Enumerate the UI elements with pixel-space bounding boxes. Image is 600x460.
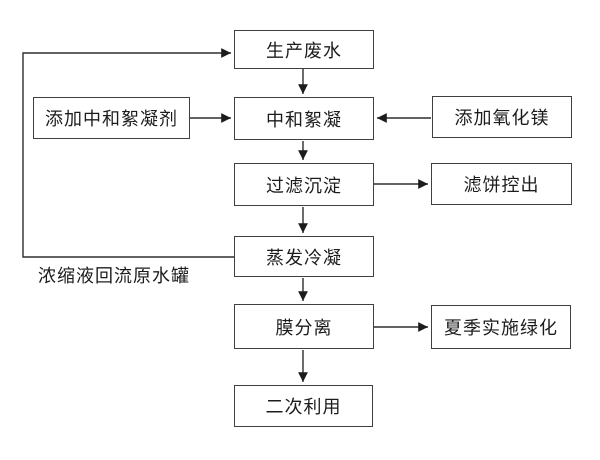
node-neutralization-flocculation: 中和絮凝 xyxy=(234,97,374,140)
node-evaporation-condensation: 蒸发冷凝 xyxy=(234,236,374,277)
node-secondary-use-label: 二次利用 xyxy=(265,397,342,418)
node-filtration-sedimentation: 过滤沉淀 xyxy=(234,163,374,206)
node-add-neutralizing-flocculant-label: 添加中和絮凝剂 xyxy=(45,109,178,130)
node-neutralization-flocculation-label: 中和絮凝 xyxy=(266,109,342,131)
node-add-neutralizing-flocculant: 添加中和絮凝剂 xyxy=(33,97,190,139)
node-filter-cake-removal-label: 滤饼控出 xyxy=(463,175,540,196)
node-membrane-separation-label: 膜分离 xyxy=(275,317,333,339)
node-summer-greening: 夏季实施绿化 xyxy=(431,305,571,349)
node-evaporation-condensation-label: 蒸发冷凝 xyxy=(266,247,342,269)
arrow-concentrate-return-loop xyxy=(22,48,234,258)
node-add-magnesium-oxide-label: 添加氧化镁 xyxy=(454,108,550,129)
node-filtration-sedimentation-label: 过滤沉淀 xyxy=(266,175,342,197)
node-secondary-use: 二次利用 xyxy=(234,385,373,427)
node-filter-cake-removal: 滤饼控出 xyxy=(431,163,572,205)
node-production-wastewater: 生产废水 xyxy=(234,30,374,69)
node-add-magnesium-oxide: 添加氧化镁 xyxy=(432,96,572,138)
node-membrane-separation: 膜分离 xyxy=(234,304,374,349)
node-production-wastewater-label: 生产废水 xyxy=(266,40,342,62)
node-summer-greening-label: 夏季实施绿化 xyxy=(444,318,558,339)
edge-label-concentrate-return: 浓缩液回流原水罐 xyxy=(38,266,190,287)
